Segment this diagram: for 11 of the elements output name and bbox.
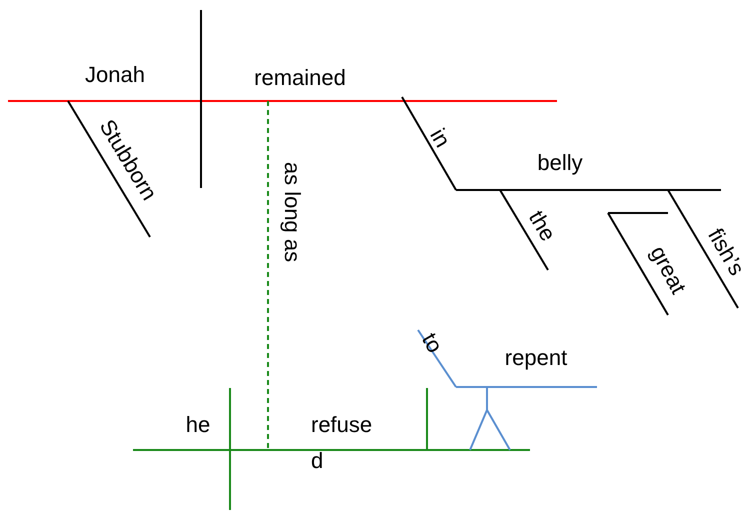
word-label: repent: [504, 345, 568, 371]
word-label: refused: [311, 411, 374, 475]
word-label: great: [644, 242, 692, 298]
word-label: remained: [254, 65, 346, 91]
word-label: Jonah: [85, 62, 145, 88]
word-label: to: [416, 328, 448, 358]
word-label: the: [523, 206, 561, 246]
word-label: in: [424, 124, 456, 152]
word-label: he: [186, 412, 210, 438]
word-label: belly: [537, 150, 583, 176]
word-label: as long as: [279, 162, 305, 262]
